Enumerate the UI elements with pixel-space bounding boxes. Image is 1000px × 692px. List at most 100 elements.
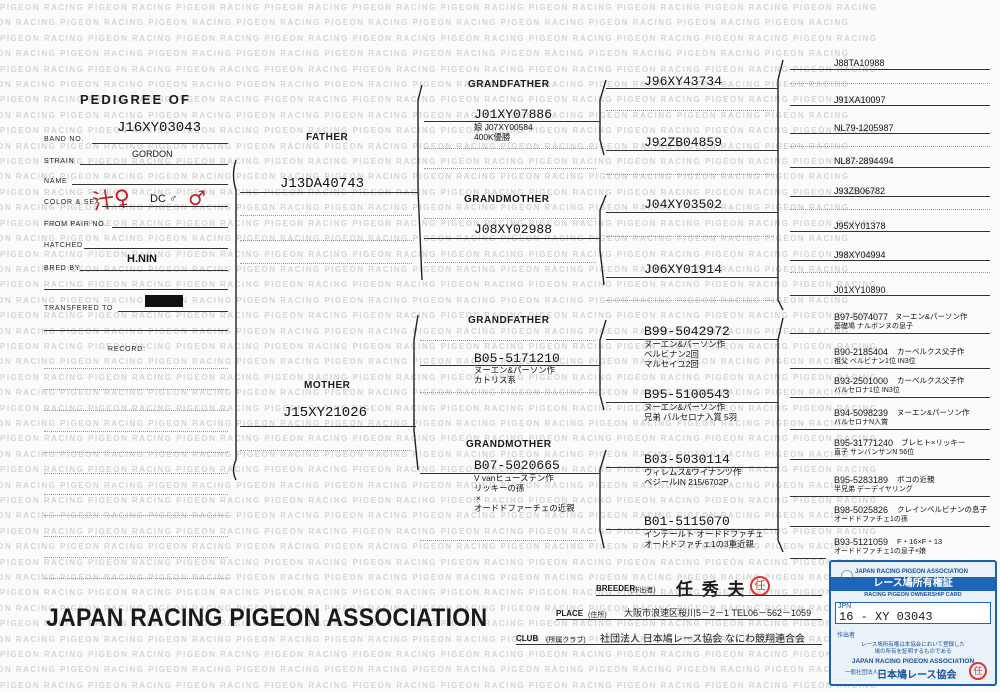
m-grandfather-ring: B05-5171210 [474, 351, 560, 366]
record-line [44, 515, 228, 516]
card-note-1: レース鳩所有権は本協会において登録した [860, 642, 966, 648]
card-title-jp: レース鳩所有権証 [831, 577, 995, 591]
record-line [44, 368, 228, 369]
record-line [44, 431, 228, 432]
watermark-row: PIGEON RACING PIGEON RACING PIGEON RACIN… [0, 511, 850, 521]
record-line [44, 410, 228, 411]
watermark-row: PIGEON RACING PIGEON RACING PIGEON RACIN… [0, 634, 850, 644]
watermark-row: PIGEON RACING PIGEON RACING PIGEON RACIN… [0, 18, 850, 28]
mother-ring: J15XY21026 [283, 405, 368, 421]
record-line [44, 473, 228, 474]
watermark-row: PIGEON RACING PIGEON RACING PIGEON RACIN… [0, 526, 878, 536]
m-grandmother-note-1: V vanヒューステン作 [474, 473, 554, 483]
breeder-name: 任 秀 夫 [676, 580, 747, 599]
m-gf-father-note-3: マルセイユ2回 [644, 359, 699, 369]
record-line [44, 494, 228, 495]
watermark-row: PIGEON RACING PIGEON RACING PIGEON RACIN… [0, 141, 850, 151]
watermark-row: PIGEON RACING PIGEON RACING PIGEON RACIN… [0, 187, 878, 197]
card-ring-box [835, 602, 991, 624]
ggp-13: B95-31771240 [834, 438, 894, 448]
watermark-row: PIGEON RACING PIGEON RACING PIGEON RACIN… [0, 480, 850, 490]
watermark-row: PIGEON RACING PIGEON RACING PIGEON RACIN… [0, 3, 878, 12]
handwritten-sex: ♂ [188, 186, 206, 210]
watermark-row: PIGEON RACING PIGEON RACING PIGEON RACIN… [0, 311, 878, 321]
m-grandfather-label: GRANDFATHER [468, 315, 550, 326]
ggp-16-note-1: F・16×F・13 [897, 537, 943, 546]
f-grandmother-label: GRANDMOTHER [464, 194, 550, 205]
watermark-row: PIGEON RACING PIGEON RACING PIGEON RACIN… [0, 110, 850, 120]
watermark-row: PIGEON RACING PIGEON RACING PIGEON RACIN… [0, 557, 878, 567]
card-note-2: 鳩の所有を証明するものである [874, 649, 952, 655]
bred-by-value: H.NIN [127, 253, 157, 265]
card-country: JPN [838, 603, 852, 610]
place-label: PLACE [556, 609, 584, 618]
ring-number: J16XY03043 [117, 120, 202, 136]
place-value: 大阪市浪速区桜川5－2－1 TEL06－562－1059 [624, 608, 812, 618]
record-line [44, 578, 228, 579]
watermark-row: PIGEON RACING PIGEON RACING PIGEON RACIN… [0, 434, 878, 444]
ggp-16-note-2: オードドファチェ1の息子×娘 [834, 548, 926, 555]
m-grandmother-ring: B07-5020665 [474, 458, 560, 473]
color-sex-value: DC ♂ [150, 193, 178, 205]
f-gm-mother-ring: J06XY01914 [644, 262, 723, 277]
f-grandfather-label: GRANDFATHER [468, 79, 550, 90]
watermark-row: PIGEON RACING PIGEON RACING PIGEON RACIN… [0, 465, 878, 475]
m-gm-mother-ring: B01-5115070 [644, 514, 730, 529]
m-grandmother-note-2: リッキーの孫 [474, 483, 525, 493]
card-title-en: RACING PIGEON OWNERSHIP CARD [864, 592, 962, 598]
ggp-12-note-1: ヌーエン&パーソン作 [897, 408, 970, 417]
watermark-row: PIGEON RACING PIGEON RACING PIGEON RACIN… [0, 588, 878, 598]
ggp-8: J01XY10890 [834, 285, 886, 295]
ggp-14-note-1: ボコの近親 [897, 475, 935, 484]
m-gf-father-ring: B99-5042972 [644, 324, 730, 339]
f-grandfather-note-2: 400K優勝 [474, 132, 511, 142]
ggp-14-note-2: 半兄弟 デーデイヤリング [834, 486, 913, 493]
card-footer-jp-small: 一般社団法人 [845, 670, 879, 676]
watermark-row: PIGEON RACING PIGEON RACING PIGEON RACIN… [0, 449, 850, 459]
watermark-row: PIGEON RACING PIGEON RACING PIGEON RACIN… [0, 295, 850, 305]
m-grandmother-label: GRANDMOTHER [466, 439, 552, 450]
watermark-row: PIGEON RACING PIGEON RACING PIGEON RACIN… [0, 264, 850, 274]
pedigree-title: PEDIGREE OF [80, 92, 191, 107]
ggp-7: J98XY04994 [834, 250, 886, 260]
ggp-9-note-2: 基礎鳩 ナルボンヌの息子 [834, 323, 913, 330]
f-grandmother-ring: J08XY02988 [474, 222, 553, 237]
m-gm-mother-note-2: オードドファチェ1の3重近親 [644, 539, 754, 549]
ggp-10-note-1: カーベルクス父子作 [897, 347, 965, 356]
m-gf-father-note-2: ベルビナン2回 [644, 349, 699, 359]
father-label: FATHER [306, 132, 349, 143]
watermark-row: PIGEON RACING PIGEON RACING PIGEON RACIN… [0, 172, 850, 182]
watermark-row: PIGEON RACING PIGEON RACING PIGEON RACIN… [0, 496, 878, 505]
ggp-15-note-2: オードドファチェ1の孫 [834, 516, 908, 523]
card-footer-jp: 日本鳩レース協会 [877, 670, 957, 681]
m-gf-mother-note-1: ヌーエン&パーソン作 [644, 402, 725, 412]
watermark-row: PIGEON RACING PIGEON RACING PIGEON RACIN… [0, 49, 850, 59]
m-gf-father-note-1: ヌーエン&パーソン作 [644, 339, 725, 349]
record-line [44, 536, 228, 537]
watermark-row: PIGEON RACING PIGEON RACING PIGEON RACIN… [0, 357, 850, 367]
m-gf-mother-ring: B95-5100543 [644, 387, 730, 402]
mother-label: MOTHER [304, 380, 351, 391]
f-grandfather-ring: J01XY07886 [474, 107, 553, 122]
ggp-13-note-1: ブレヒト×リッキー [901, 438, 966, 447]
strain-value: GORDON [132, 149, 173, 159]
watermark-row: PIGEON RACING PIGEON RACING PIGEON RACIN… [0, 157, 878, 167]
watermark-row: PIGEON RACING PIGEON RACING PIGEON RACIN… [0, 372, 878, 382]
father-ring: J13DA40743 [280, 176, 365, 192]
watermark-row: PIGEON RACING PIGEON RACING PIGEON RACIN… [0, 542, 850, 552]
ggp-14: B95-5283189 [834, 475, 889, 485]
card-stamp: 任 [969, 662, 987, 680]
ggp-2: J91XA10097 [834, 95, 886, 105]
record-label: RECORD: [108, 346, 146, 353]
breeder-label-jp: (作出者) [630, 587, 656, 594]
breeder-label: BREEDER [596, 584, 636, 593]
watermark-row: PIGEON RACING PIGEON RACING PIGEON RACIN… [0, 80, 850, 90]
f-gf-father-ring: J96XY43734 [644, 74, 723, 89]
card-org-en: JAPAN RACING PIGEON ASSOCIATION [855, 569, 968, 575]
watermark-row: PIGEON RACING PIGEON RACING PIGEON RACIN… [0, 280, 878, 290]
watermark-row: PIGEON RACING PIGEON RACING PIGEON RACIN… [0, 665, 850, 675]
m-grandfather-note-1: ヌーエン&パーソン作 [474, 365, 555, 375]
watermark-row: PIGEON RACING PIGEON RACING PIGEON RACIN… [0, 650, 878, 660]
ggp-16: B93-5121059 [834, 537, 889, 547]
